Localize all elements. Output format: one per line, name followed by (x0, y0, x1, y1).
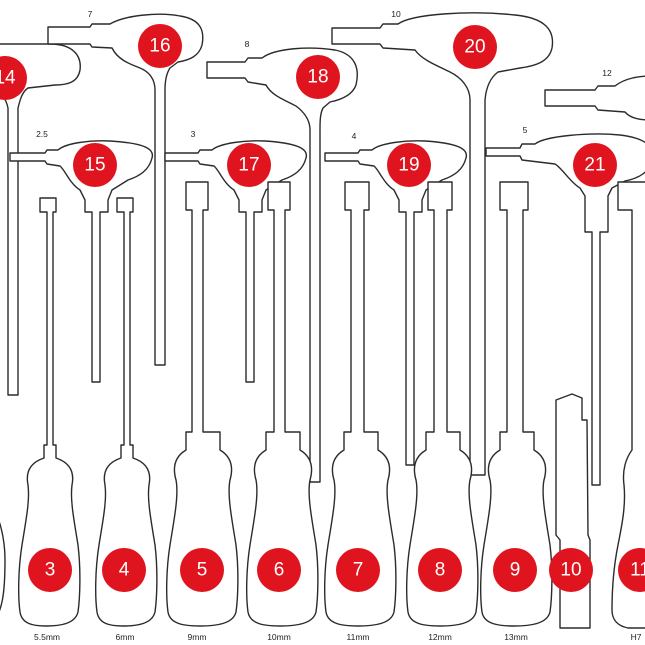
badge-10-label: 10 (560, 560, 581, 581)
tool-slot-18 (206, 47, 358, 483)
badge-3: 3 (28, 548, 72, 592)
tool-slot-15 (9, 140, 154, 383)
size-label-t22: 12 (602, 68, 612, 78)
badge-9-label: 9 (510, 560, 521, 581)
badge-14-label: 14 (0, 68, 16, 89)
size-label-s5: 9mm (188, 632, 207, 642)
badge-19-label: 19 (398, 155, 419, 176)
badge-21-label: 21 (584, 155, 605, 176)
tool-slot-5 (165, 181, 239, 627)
size-label-t20: 10 (391, 9, 401, 19)
size-label-t16: 7 (88, 9, 93, 19)
badge-10: 10 (549, 548, 593, 592)
size-label-s11: H7 (631, 632, 642, 642)
badge-6: 6 (257, 548, 301, 592)
tool-slot-10 (555, 393, 591, 629)
size-label-t17: 3 (191, 129, 196, 139)
badge-20-label: 20 (464, 37, 485, 58)
badge-9: 9 (493, 548, 537, 592)
badge-16-label: 16 (149, 36, 170, 57)
badge-17: 17 (227, 143, 271, 187)
size-label-t21: 5 (523, 125, 528, 135)
tool-slot-11 (611, 181, 645, 629)
badge-5-label: 5 (197, 560, 208, 581)
size-label-t15: 2.5 (36, 129, 48, 139)
badge-5: 5 (180, 548, 224, 592)
size-label-t18: 8 (245, 39, 250, 49)
badge-7: 7 (336, 548, 380, 592)
badge-14: 14 (0, 56, 27, 100)
size-label-s3: 5.5mm (34, 632, 60, 642)
tool-slot-3 (17, 197, 81, 627)
badge-3-label: 3 (45, 560, 56, 581)
size-label-t19: 4 (352, 131, 357, 141)
tool-slot-16 (47, 13, 204, 366)
badge-16: 16 (138, 24, 182, 68)
tool-slot-2 (0, 521, 6, 612)
badge-15: 15 (73, 143, 117, 187)
tool-slot-4 (94, 197, 158, 627)
tool-slot-7 (323, 181, 397, 627)
badge-18-label: 18 (307, 67, 328, 88)
badge-4: 4 (102, 548, 146, 592)
tool-slot-19 (324, 140, 468, 466)
badge-11-label: 11 (630, 560, 645, 581)
tool-slot-20 (331, 12, 554, 476)
size-label-s8: 12mm (428, 632, 452, 642)
badge-7-label: 7 (353, 560, 364, 581)
badge-20: 20 (453, 25, 497, 69)
badge-15-label: 15 (84, 155, 105, 176)
tool-slot-9 (479, 181, 553, 627)
badge-11: 11 (618, 548, 645, 592)
tool-slot-8 (405, 181, 479, 627)
badge-8-label: 8 (435, 560, 446, 581)
badge-17-label: 17 (238, 155, 259, 176)
badge-21: 21 (573, 143, 617, 187)
badge-18: 18 (296, 55, 340, 99)
tool-slot-17 (164, 140, 308, 383)
tool-slot-6 (245, 181, 319, 627)
size-label-s9: 13mm (504, 632, 528, 642)
size-label-s6: 10mm (267, 632, 291, 642)
badge-19: 19 (387, 143, 431, 187)
tool-slot-22 (544, 75, 645, 121)
badge-6-label: 6 (274, 560, 285, 581)
badge-8: 8 (418, 548, 462, 592)
size-label-s7: 11mm (347, 632, 370, 642)
badge-4-label: 4 (119, 560, 130, 581)
size-label-s4: 6mm (116, 632, 135, 642)
